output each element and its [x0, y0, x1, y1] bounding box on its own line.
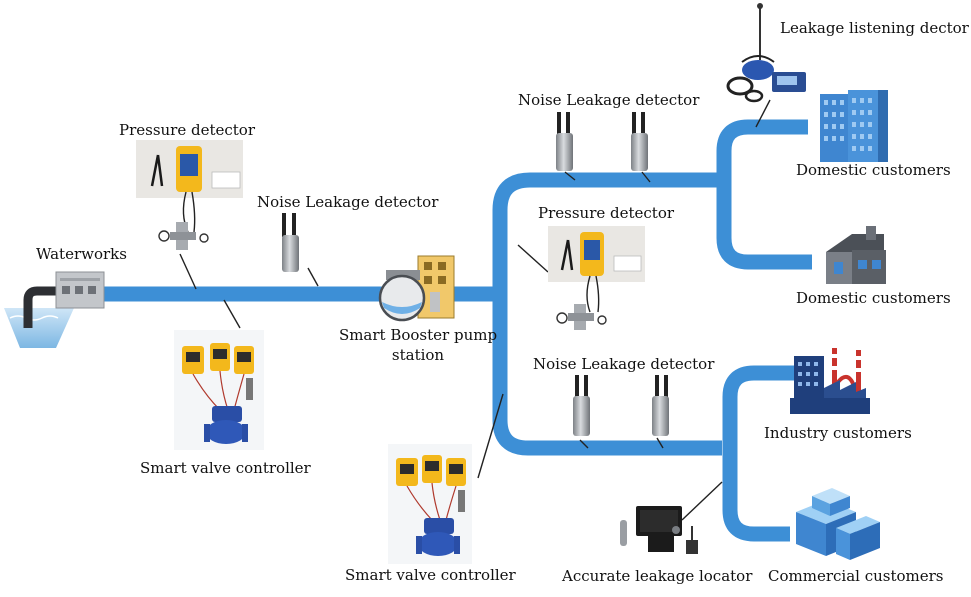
domestic-house-icon [826, 226, 886, 284]
domestic-fork-pipe [716, 119, 812, 270]
noise-detector-left-icon [282, 213, 299, 272]
leakage-listening-label: Leakage listening dector [780, 19, 969, 37]
waterworks-label: Waterworks [36, 245, 127, 263]
booster-label-line2: station [391, 346, 445, 364]
smart-valve-left-icon [174, 330, 264, 450]
leakage-listening-icon [726, 3, 806, 103]
noise-detector-mid-label: Noise Leakage detector [533, 355, 715, 373]
pressure-detector-right-icon [548, 226, 645, 330]
industrial-fork-pipe [722, 365, 808, 542]
accurate-locator-icon [620, 506, 698, 554]
noise-detectors-mid-icons [573, 375, 669, 436]
smart-valve-center-label: Smart valve controller [345, 566, 516, 584]
pressure-detector-left-icon [136, 140, 243, 250]
accurate-locator-label: Accurate leakage locator [562, 567, 753, 585]
upper-branch-pipe [492, 172, 718, 294]
noise-detector-top-label: Noise Leakage detector [518, 91, 700, 109]
domestic-customers-label-1: Domestic customers [796, 161, 951, 179]
lower-branch-pipe [492, 294, 722, 456]
commercial-building-icon [796, 488, 880, 560]
pressure-detector-left-label: Pressure detector [118, 121, 256, 139]
smart-valve-left-label: Smart valve controller [140, 459, 311, 477]
domestic-customers-label-2: Domestic customers [796, 289, 951, 307]
industry-factory-icon [790, 348, 870, 414]
booster-label-line1: Smart Booster pump [338, 326, 498, 344]
booster-pump-station-icon [378, 255, 455, 322]
domestic-towers-icon [820, 90, 888, 162]
noise-detectors-top-icons [556, 112, 648, 171]
waterworks-icon [4, 271, 105, 348]
commercial-customers-label: Commercial customers [768, 567, 944, 585]
smart-valve-center-icon [388, 444, 472, 564]
connector-lines [179, 99, 771, 521]
industry-customers-label: Industry customers [764, 424, 912, 442]
pressure-detector-right-label: Pressure detector [538, 204, 675, 222]
noise-detector-left-label: Noise Leakage detector [257, 193, 439, 211]
